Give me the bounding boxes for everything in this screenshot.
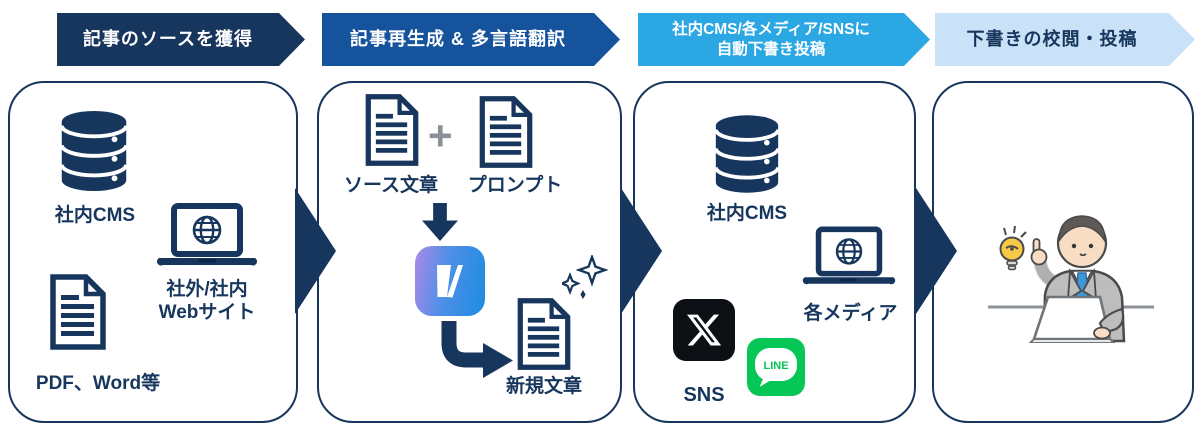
stage2-prompt-label: プロンプト bbox=[467, 175, 563, 196]
lightbulb-icon bbox=[999, 225, 1027, 271]
banner-step1-label: 記事のソースを獲得 bbox=[82, 29, 254, 50]
stage3-box-publish: 社内CMS 各メディア LINE SNS bbox=[633, 81, 916, 423]
prompt-document-icon bbox=[479, 96, 533, 168]
x-twitter-icon bbox=[673, 299, 735, 361]
stage1-box-sources: 社内CMS 社外/社内 Webサイト PDF、Word等 bbox=[8, 81, 298, 423]
source-document-icon bbox=[365, 94, 419, 166]
plus-icon: + bbox=[428, 112, 453, 159]
laptop-globe-icon bbox=[156, 203, 258, 266]
banner-step2: 記事再生成 & 多言語翻訳 bbox=[322, 13, 620, 66]
stage2-source-label: ソース文章 bbox=[343, 175, 439, 196]
line-wordmark: LINE bbox=[763, 360, 788, 372]
arrow-down-icon bbox=[422, 203, 458, 241]
stage1-web-label-line2: Webサイト bbox=[158, 301, 256, 323]
document-icon bbox=[50, 274, 106, 350]
banner-step3-label-line2: 自動下書き投稿 bbox=[716, 40, 826, 58]
stage2-box-regenerate: + ソース文章 プロンプト bbox=[317, 81, 622, 423]
elbow-arrow-icon bbox=[441, 321, 513, 378]
banner-step4: 下書きの校閲・投稿 bbox=[935, 13, 1195, 66]
x-logo-glyph bbox=[686, 314, 722, 346]
stage1-web-label-line1: 社外/社内 bbox=[166, 279, 248, 300]
stage1-web-label: 社外/社内 Webサイト bbox=[137, 279, 277, 325]
banner-step1: 記事のソースを獲得 bbox=[57, 13, 305, 66]
stage2-output-label: 新規文章 bbox=[505, 376, 582, 397]
stage1-cms-label: 社内CMS bbox=[54, 205, 136, 226]
banner-step3: 社内CMS/各メディア/SNSに 自動下書き投稿 bbox=[638, 13, 930, 66]
banner-step3-label-line1: 社内CMS/各メディア/SNSに bbox=[672, 21, 870, 39]
new-document-icon bbox=[517, 298, 571, 370]
banner-step4-label: 下書きの校閲・投稿 bbox=[966, 29, 1138, 50]
stage3-media-label: 各メディア bbox=[803, 303, 898, 324]
stage3-sns-label: SNS bbox=[683, 384, 725, 406]
line-logo-glyph: LINE bbox=[755, 348, 797, 387]
laptop-globe-icon bbox=[802, 226, 896, 285]
ai-writing-app-icon bbox=[415, 246, 485, 316]
stage1-docs-label: PDF、Word等 bbox=[35, 373, 161, 394]
worker-illustration bbox=[988, 215, 1154, 343]
sparkles-icon bbox=[562, 255, 608, 299]
app-logo-glyph bbox=[437, 265, 463, 298]
database-icon bbox=[713, 115, 781, 193]
line-app-icon: LINE bbox=[747, 338, 805, 396]
stage4-box-review bbox=[932, 81, 1194, 423]
stage3-cms-label: 社内CMS bbox=[706, 203, 788, 224]
database-icon bbox=[59, 110, 129, 192]
banner-step2-label: 記事再生成 & 多言語翻訳 bbox=[350, 29, 566, 50]
